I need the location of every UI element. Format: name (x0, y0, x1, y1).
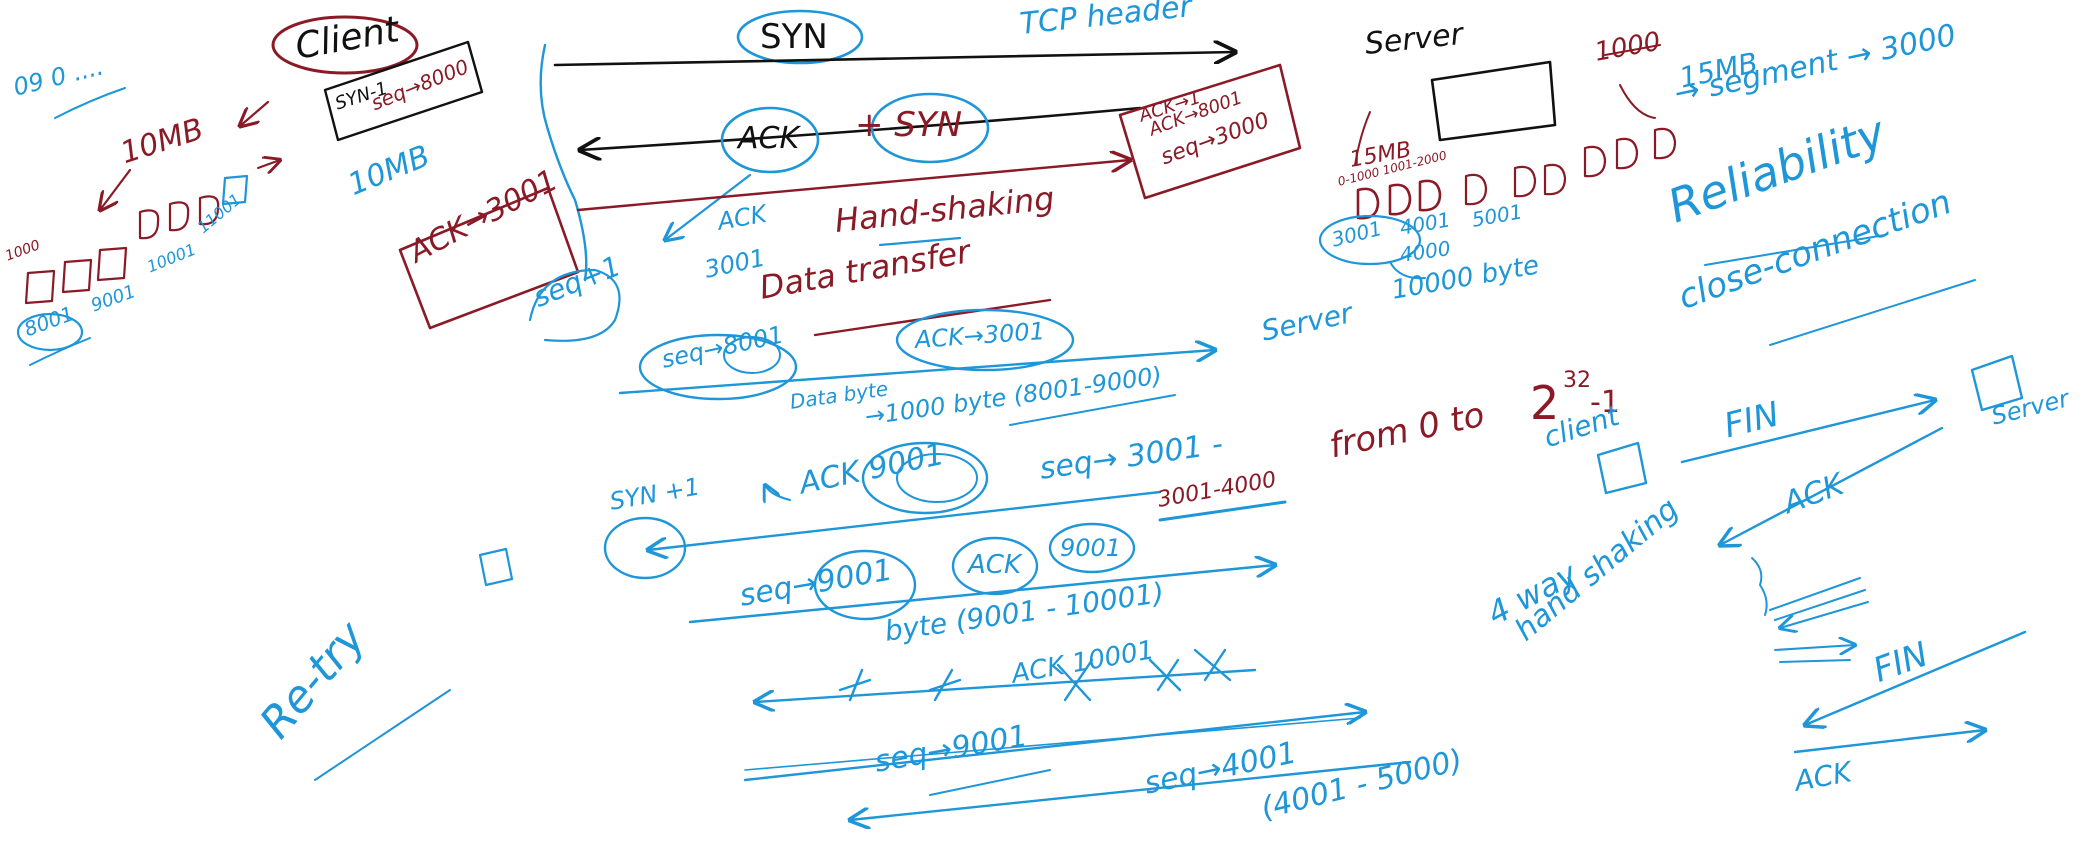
client-box (323, 40, 484, 142)
seq-9001-b-underline (929, 769, 1051, 796)
ack-down-arrow (665, 173, 752, 240)
syn-plus-1-arrow (765, 485, 791, 500)
ack-3001-arrow (576, 160, 1130, 212)
cross-mark (1148, 658, 1182, 692)
client-box-right (1596, 441, 1648, 495)
cross-mark (928, 668, 962, 702)
server-box-right (1970, 354, 2024, 412)
handshake-underline (878, 236, 962, 247)
retry-arrow-1 (743, 712, 1365, 782)
client-ellipse (271, 15, 419, 75)
fin-back-arrow (1805, 630, 2027, 725)
packet-square (1356, 187, 1380, 220)
minus-1-label: -1 (1590, 385, 1620, 420)
range-3001-4000-underline (1158, 500, 1287, 522)
ack-back-arrow (1720, 426, 1944, 545)
wavy-connector (1751, 557, 1768, 616)
packet-square (198, 195, 220, 226)
server-box (1430, 60, 1557, 142)
small-square (478, 547, 514, 587)
packet-square (1615, 137, 1639, 170)
syn-arrow (553, 52, 1235, 67)
packet-square (138, 209, 160, 240)
fin-arrow (1680, 400, 1935, 464)
server-1000-underline (1604, 44, 1661, 56)
cross-mark (1193, 648, 1232, 682)
packet-square (61, 258, 93, 294)
ack-ellipse (720, 106, 820, 174)
reliability-underline (1704, 234, 1886, 266)
packet-square (221, 174, 249, 206)
ack-9001-b-label: 9001 (1060, 534, 1122, 562)
cross-mark (838, 668, 872, 702)
cross-mark (1056, 658, 1094, 702)
ack-9001-inner (896, 453, 978, 503)
highlight-8001 (16, 312, 84, 352)
syn-ellipse-2 (870, 92, 990, 164)
lost-ack-arrow (755, 668, 1257, 702)
packet-square (96, 246, 128, 282)
small-arrow (1779, 659, 1851, 663)
multi-ack-arrow (1780, 601, 1869, 628)
ack-9001-ellipse-b (1048, 522, 1136, 574)
seq-9001-ellipse (813, 549, 917, 621)
arrow-to-10mb (240, 100, 270, 126)
packet-square (1583, 145, 1607, 178)
retry-arrow-2 (850, 760, 1412, 820)
ack-plus-syn-ack: ACK (738, 121, 800, 156)
ack-plus-syn-syn: + SYN (855, 105, 963, 145)
highlight-3001 (1318, 214, 1422, 266)
packet-square (1513, 165, 1537, 198)
packet-square (168, 201, 190, 232)
seq-plus-1-loop (528, 268, 621, 342)
ack-9001-ellipse (861, 441, 989, 515)
byte-underline (1009, 394, 1176, 426)
packet-square (1653, 127, 1677, 160)
exponent-32-label: 32 (1563, 368, 1591, 393)
left-underline (29, 337, 91, 366)
data-transfer-underline (813, 298, 1052, 337)
packet-square (24, 269, 56, 305)
ack-syn-arrow (580, 106, 1142, 150)
server-blue-curve (1389, 261, 1426, 280)
server-4000: 4000 (1398, 236, 1453, 267)
packet-square (1464, 173, 1488, 206)
arrow-10mb-down (100, 168, 132, 210)
data-arrow-2 (688, 565, 1275, 624)
packet-square (1388, 183, 1412, 216)
highlight-8001-inner (723, 336, 781, 374)
retry-arrow-1b (744, 717, 1361, 771)
ack-b-label: ACK (968, 550, 1021, 580)
packet-arrow (257, 160, 280, 168)
ack-9001-arrow (648, 490, 1162, 550)
retry-underline (314, 689, 451, 781)
multi-ack-arrow (1769, 577, 1861, 611)
syn-ellipse (736, 9, 864, 65)
small-arrow (1774, 645, 1855, 650)
scribble-underline (54, 87, 126, 119)
ack-ellipse-b (951, 536, 1039, 596)
ack-3001-ellipse (895, 308, 1075, 372)
packet-square (1543, 163, 1567, 196)
data-arrow-1 (618, 350, 1215, 395)
close-connection-underline (1769, 279, 1976, 346)
final-ack-arrow (1793, 730, 1985, 754)
left-circle (603, 516, 687, 580)
server-1000-curve (1619, 84, 1656, 119)
syn-label: SYN (760, 17, 828, 57)
server-ack-box (1118, 63, 1302, 200)
seq-8001-ellipse (638, 333, 798, 401)
two-32-label: 2 (1530, 376, 1560, 430)
server-tick (1354, 111, 1371, 166)
packet-square (1418, 179, 1442, 212)
client-timeline (539, 43, 588, 282)
